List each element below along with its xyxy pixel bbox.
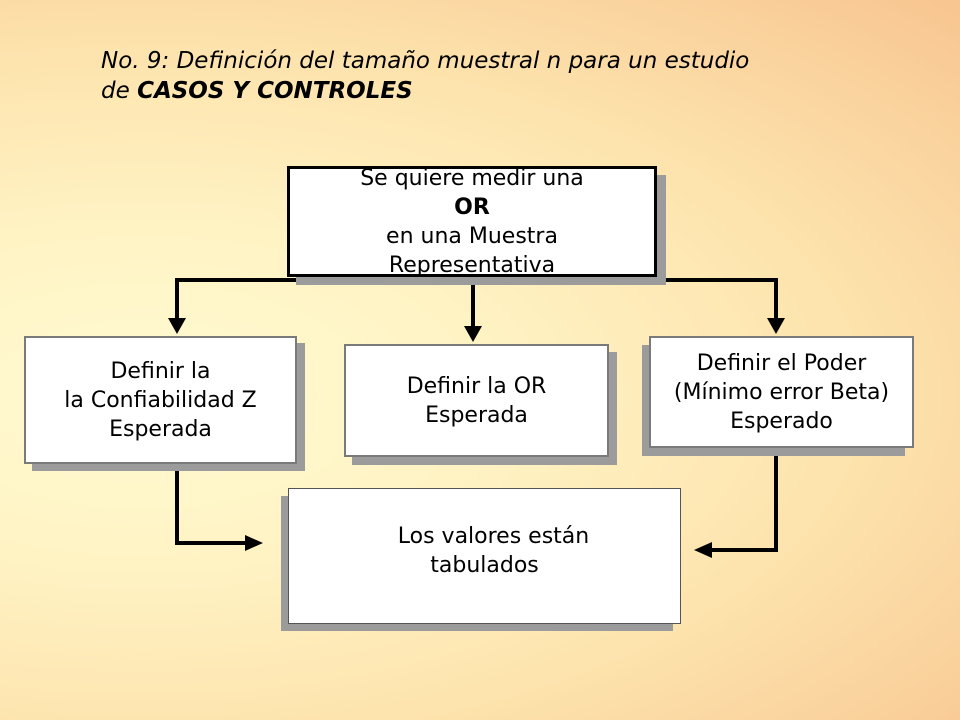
box-tabulated-values-line2: tabulados (430, 553, 539, 578)
box-confidence-z-line3: Esperada (109, 416, 212, 442)
box-confidence-z: Definir la la Confiabilidad Z Esperada (24, 336, 297, 464)
box-measure-or-line2: en una Muestra (386, 223, 558, 249)
title-line-2-prefix: de (101, 78, 138, 104)
box-measure-or-line1: Se quiere medir una OR (360, 165, 584, 220)
arrowhead-right (767, 318, 785, 334)
arrowhead-left (168, 318, 186, 334)
box-power-line3: Esperado (730, 408, 833, 434)
box-power-line2: (Mínimo error Beta) (673, 379, 890, 405)
arrowhead-middle (464, 326, 482, 342)
box-power-line1: Definir el Poder (696, 350, 867, 376)
title-line-2-bold: CASOS Y CONTROLES (137, 78, 413, 104)
arrowhead-bottom-from-right (694, 542, 712, 558)
box-measure-or-line3: Representativa (388, 252, 556, 278)
box-expected-or-line1: Definir la OR (406, 373, 547, 399)
title-line-1: No. 9: Definición del tamaño muestral n … (101, 48, 750, 74)
box-confidence-z-line2: la Confiabilidad Z (64, 387, 257, 413)
slide-title: No. 9: Definición del tamaño muestral n … (101, 46, 901, 106)
box-expected-or-line2: Esperada (425, 402, 528, 428)
title-line-2: de CASOS Y CONTROLES (101, 76, 901, 106)
box-tabulated-values: Los valores están tabulados (288, 488, 681, 624)
box-measure-or: Se quiere medir una OR en una Muestra Re… (287, 165, 657, 278)
box-power: Definir el Poder (Mínimo error Beta) Esp… (649, 336, 914, 448)
arrowhead-bottom-from-left (245, 535, 263, 551)
box-expected-or: Definir la OR Esperada (344, 344, 609, 457)
box-tabulated-values-line1: Los valores están (397, 524, 590, 549)
box-confidence-z-line1: Definir la (110, 358, 211, 384)
